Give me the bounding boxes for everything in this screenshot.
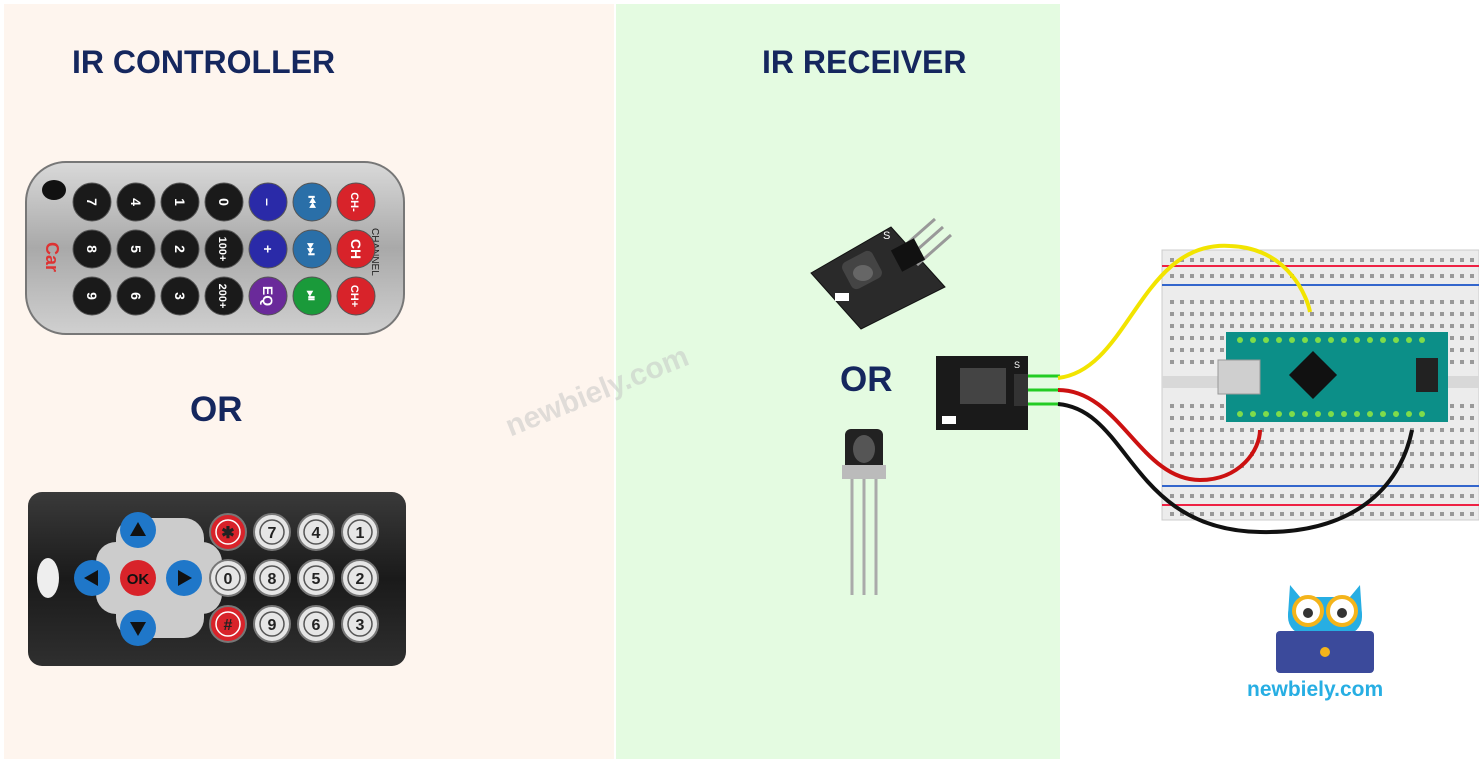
ir-receiver-module-image: S	[810, 217, 952, 330]
remote1-key-label: 200+	[216, 284, 228, 309]
ok-label: OK	[127, 571, 150, 588]
brand-text: newbiely.com	[1247, 678, 1384, 701]
remote1-key[interactable]	[248, 276, 288, 316]
remote2-key-label: #	[224, 617, 233, 634]
remote2-key-label: 8	[268, 571, 277, 588]
remote1-key-label: 7	[84, 198, 100, 206]
remote1-key-label: 0	[216, 198, 232, 206]
ir-receiver-heading: IR RECEIVER	[762, 44, 967, 80]
remote1-key[interactable]	[248, 182, 288, 222]
remote1-key-label: EQ	[260, 286, 276, 306]
remote1-key[interactable]	[116, 229, 156, 269]
arduino-nano-board	[1217, 332, 1448, 422]
remote1-key-label: 8	[84, 245, 100, 253]
remote1-key-label: 4	[128, 198, 144, 206]
remote1-key[interactable]	[204, 182, 244, 222]
remote2-key-label: 0	[224, 571, 233, 588]
remote1-key[interactable]	[72, 229, 112, 269]
remote1-key[interactable]	[204, 229, 244, 269]
remote1-key-label: 3	[172, 292, 188, 300]
remote1-key-label: 1	[172, 198, 188, 206]
or-label-receiver: OR	[840, 360, 893, 399]
newbiely-owl-logo-icon	[1276, 585, 1374, 673]
remote1-key[interactable]	[336, 229, 376, 269]
remote1-key[interactable]	[160, 276, 200, 316]
remote1-key[interactable]	[204, 276, 244, 316]
remote1-key[interactable]	[292, 229, 332, 269]
remote1-key[interactable]	[336, 276, 376, 316]
remote1-key[interactable]	[72, 182, 112, 222]
remote1-key[interactable]	[116, 182, 156, 222]
remote1-key[interactable]	[248, 229, 288, 269]
remote2-key-label: 9	[268, 617, 277, 634]
remote2-key-label: 4	[312, 525, 321, 542]
remote2-key-label: 6	[312, 617, 321, 634]
dpad[interactable]: OK	[74, 512, 222, 646]
remote1-key-label: –	[260, 198, 276, 206]
remote1-key[interactable]	[116, 276, 156, 316]
remote1-key[interactable]	[292, 276, 332, 316]
remote1-key-label: 5	[128, 245, 144, 253]
remote1-key[interactable]	[292, 182, 332, 222]
remote1-key-label: 9	[84, 292, 100, 300]
diy-logo-icon: Car	[42, 180, 66, 272]
remote1-key[interactable]	[160, 229, 200, 269]
wiring-diagram: S	[936, 243, 1479, 535]
remote1-key[interactable]	[72, 276, 112, 316]
ir-module-wired: S	[936, 356, 1028, 430]
remote1-key-label: CH-	[348, 192, 360, 212]
remote1-key-label: CH	[348, 239, 364, 259]
silver-remote-image: Car CHANNEL 7410–⏮CH-852100++⏭CH963200+E…	[25, 161, 405, 335]
remote2-key-label: 2	[356, 571, 365, 588]
remote2-key-label: 7	[268, 525, 277, 542]
remote1-key-label: CH+	[348, 285, 360, 307]
remote1-key-label: ⏮	[304, 196, 320, 209]
remote1-key-label: 100+	[216, 237, 228, 262]
remote1-key[interactable]	[160, 182, 200, 222]
remote2-key-label: 5	[312, 571, 321, 588]
remote2-key-label: ✱	[221, 525, 234, 542]
remote1-key-label: +	[260, 245, 276, 253]
dpad-ok-button[interactable]	[120, 560, 156, 596]
module-pin-label: S	[883, 230, 890, 242]
svg-text:Car: Car	[42, 242, 62, 272]
wired-module-pin-label: S	[1014, 360, 1020, 370]
ir-receiver-component-image	[842, 429, 886, 595]
remote1-key-label: 2	[172, 245, 188, 253]
black-remote-image: OK ✱ 7 4 1 0 8 5 2 #9 6 3	[28, 492, 406, 666]
or-label-controller: OR	[190, 390, 243, 429]
remote2-key-label: 1	[356, 525, 365, 542]
diy-logo-icon	[37, 558, 59, 598]
remote1-key-label: 6	[128, 292, 144, 300]
ir-controller-heading: IR CONTROLLER	[72, 44, 336, 80]
remote1-key[interactable]	[336, 182, 376, 222]
remote2-key-label: 3	[356, 617, 365, 634]
remote1-key-label: ⏯	[304, 290, 320, 301]
remote1-key-label: ⏭	[304, 243, 320, 256]
